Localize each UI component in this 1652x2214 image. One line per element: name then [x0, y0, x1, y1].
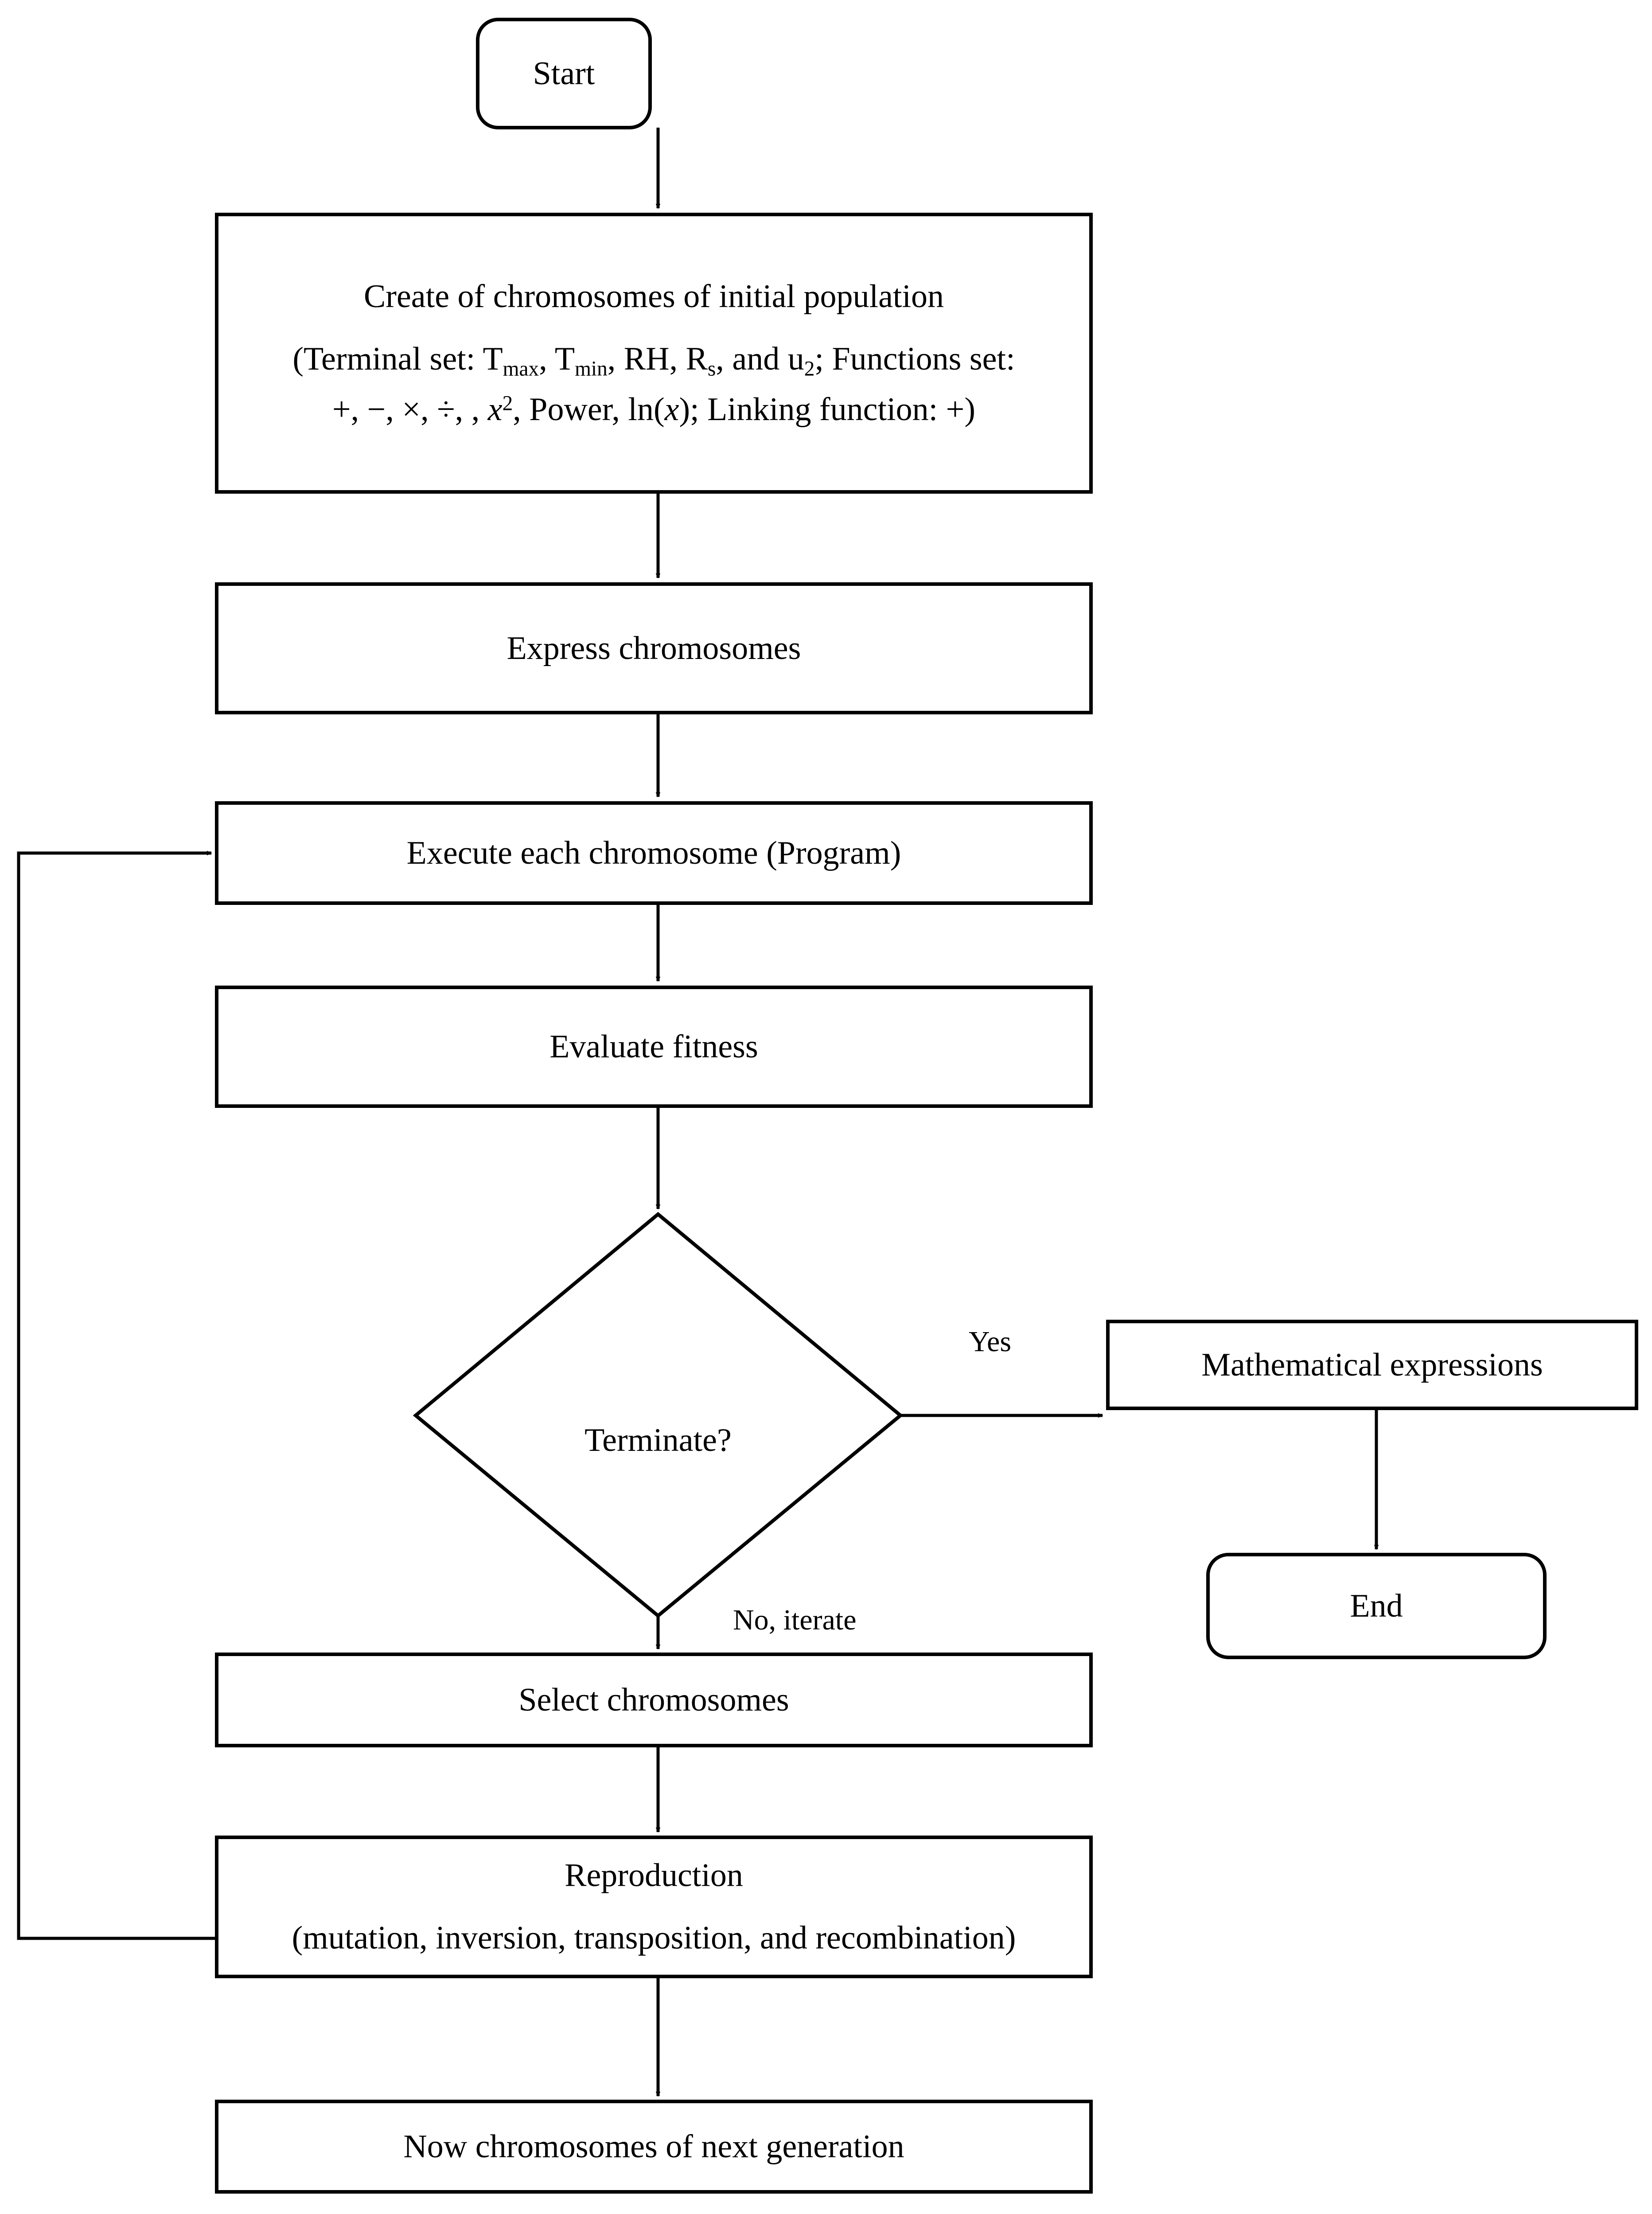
node-start-shape[interactable]: [476, 18, 652, 129]
edge-reproduce-feedback-to-execute: [17, 850, 217, 1940]
node-reproduce-shape[interactable]: [215, 1836, 1093, 1978]
node-create-shape[interactable]: [215, 213, 1093, 494]
node-terminate-shape[interactable]: [413, 1212, 904, 1618]
node-execute-shape[interactable]: [215, 801, 1093, 905]
node-express-shape[interactable]: [215, 582, 1093, 714]
edge-label-no-iterate: No, iterate: [733, 1604, 857, 1636]
node-nextgen-shape[interactable]: [215, 2100, 1093, 2194]
edge-label-yes: Yes: [969, 1325, 1012, 1358]
node-end-shape[interactable]: [1206, 1553, 1547, 1659]
node-evaluate-shape[interactable]: [215, 986, 1093, 1108]
node-mathexpr-shape[interactable]: [1106, 1320, 1638, 1410]
node-select-shape[interactable]: [215, 1653, 1093, 1747]
